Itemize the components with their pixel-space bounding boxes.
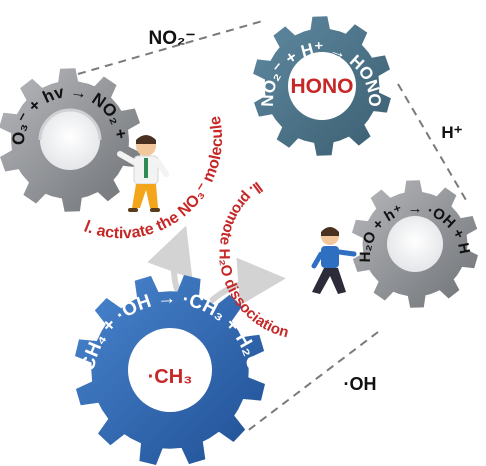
connector-no3-to-hono xyxy=(77,19,267,75)
gear-hub xyxy=(288,52,356,120)
no2-arrow-label: NO₂⁻ xyxy=(149,28,196,49)
ch4-center-label: ·CH₃ xyxy=(148,366,193,388)
gear-hub xyxy=(387,216,443,272)
dashed-connectors xyxy=(77,19,467,433)
no3-photolysis-gear xyxy=(0,68,141,212)
worker-figure-one xyxy=(117,135,169,212)
worker-figure-two xyxy=(311,227,357,294)
gear-hub xyxy=(40,110,100,170)
gear-hub xyxy=(128,328,212,412)
flow-arrow-right xyxy=(207,257,286,306)
flow-arrow-up-left xyxy=(147,225,193,295)
hono-center-label: HONO xyxy=(291,75,354,98)
ch4-oxidation-gear xyxy=(75,275,265,465)
connector-hono-to-water xyxy=(397,83,467,201)
flow-arrows xyxy=(147,225,286,306)
oh-arrow-label: ·OH xyxy=(344,374,377,394)
hplus-arrow-label: H⁺ xyxy=(441,123,462,142)
water-dissociation-gear xyxy=(352,180,478,308)
hono-formation-gear xyxy=(253,16,391,156)
